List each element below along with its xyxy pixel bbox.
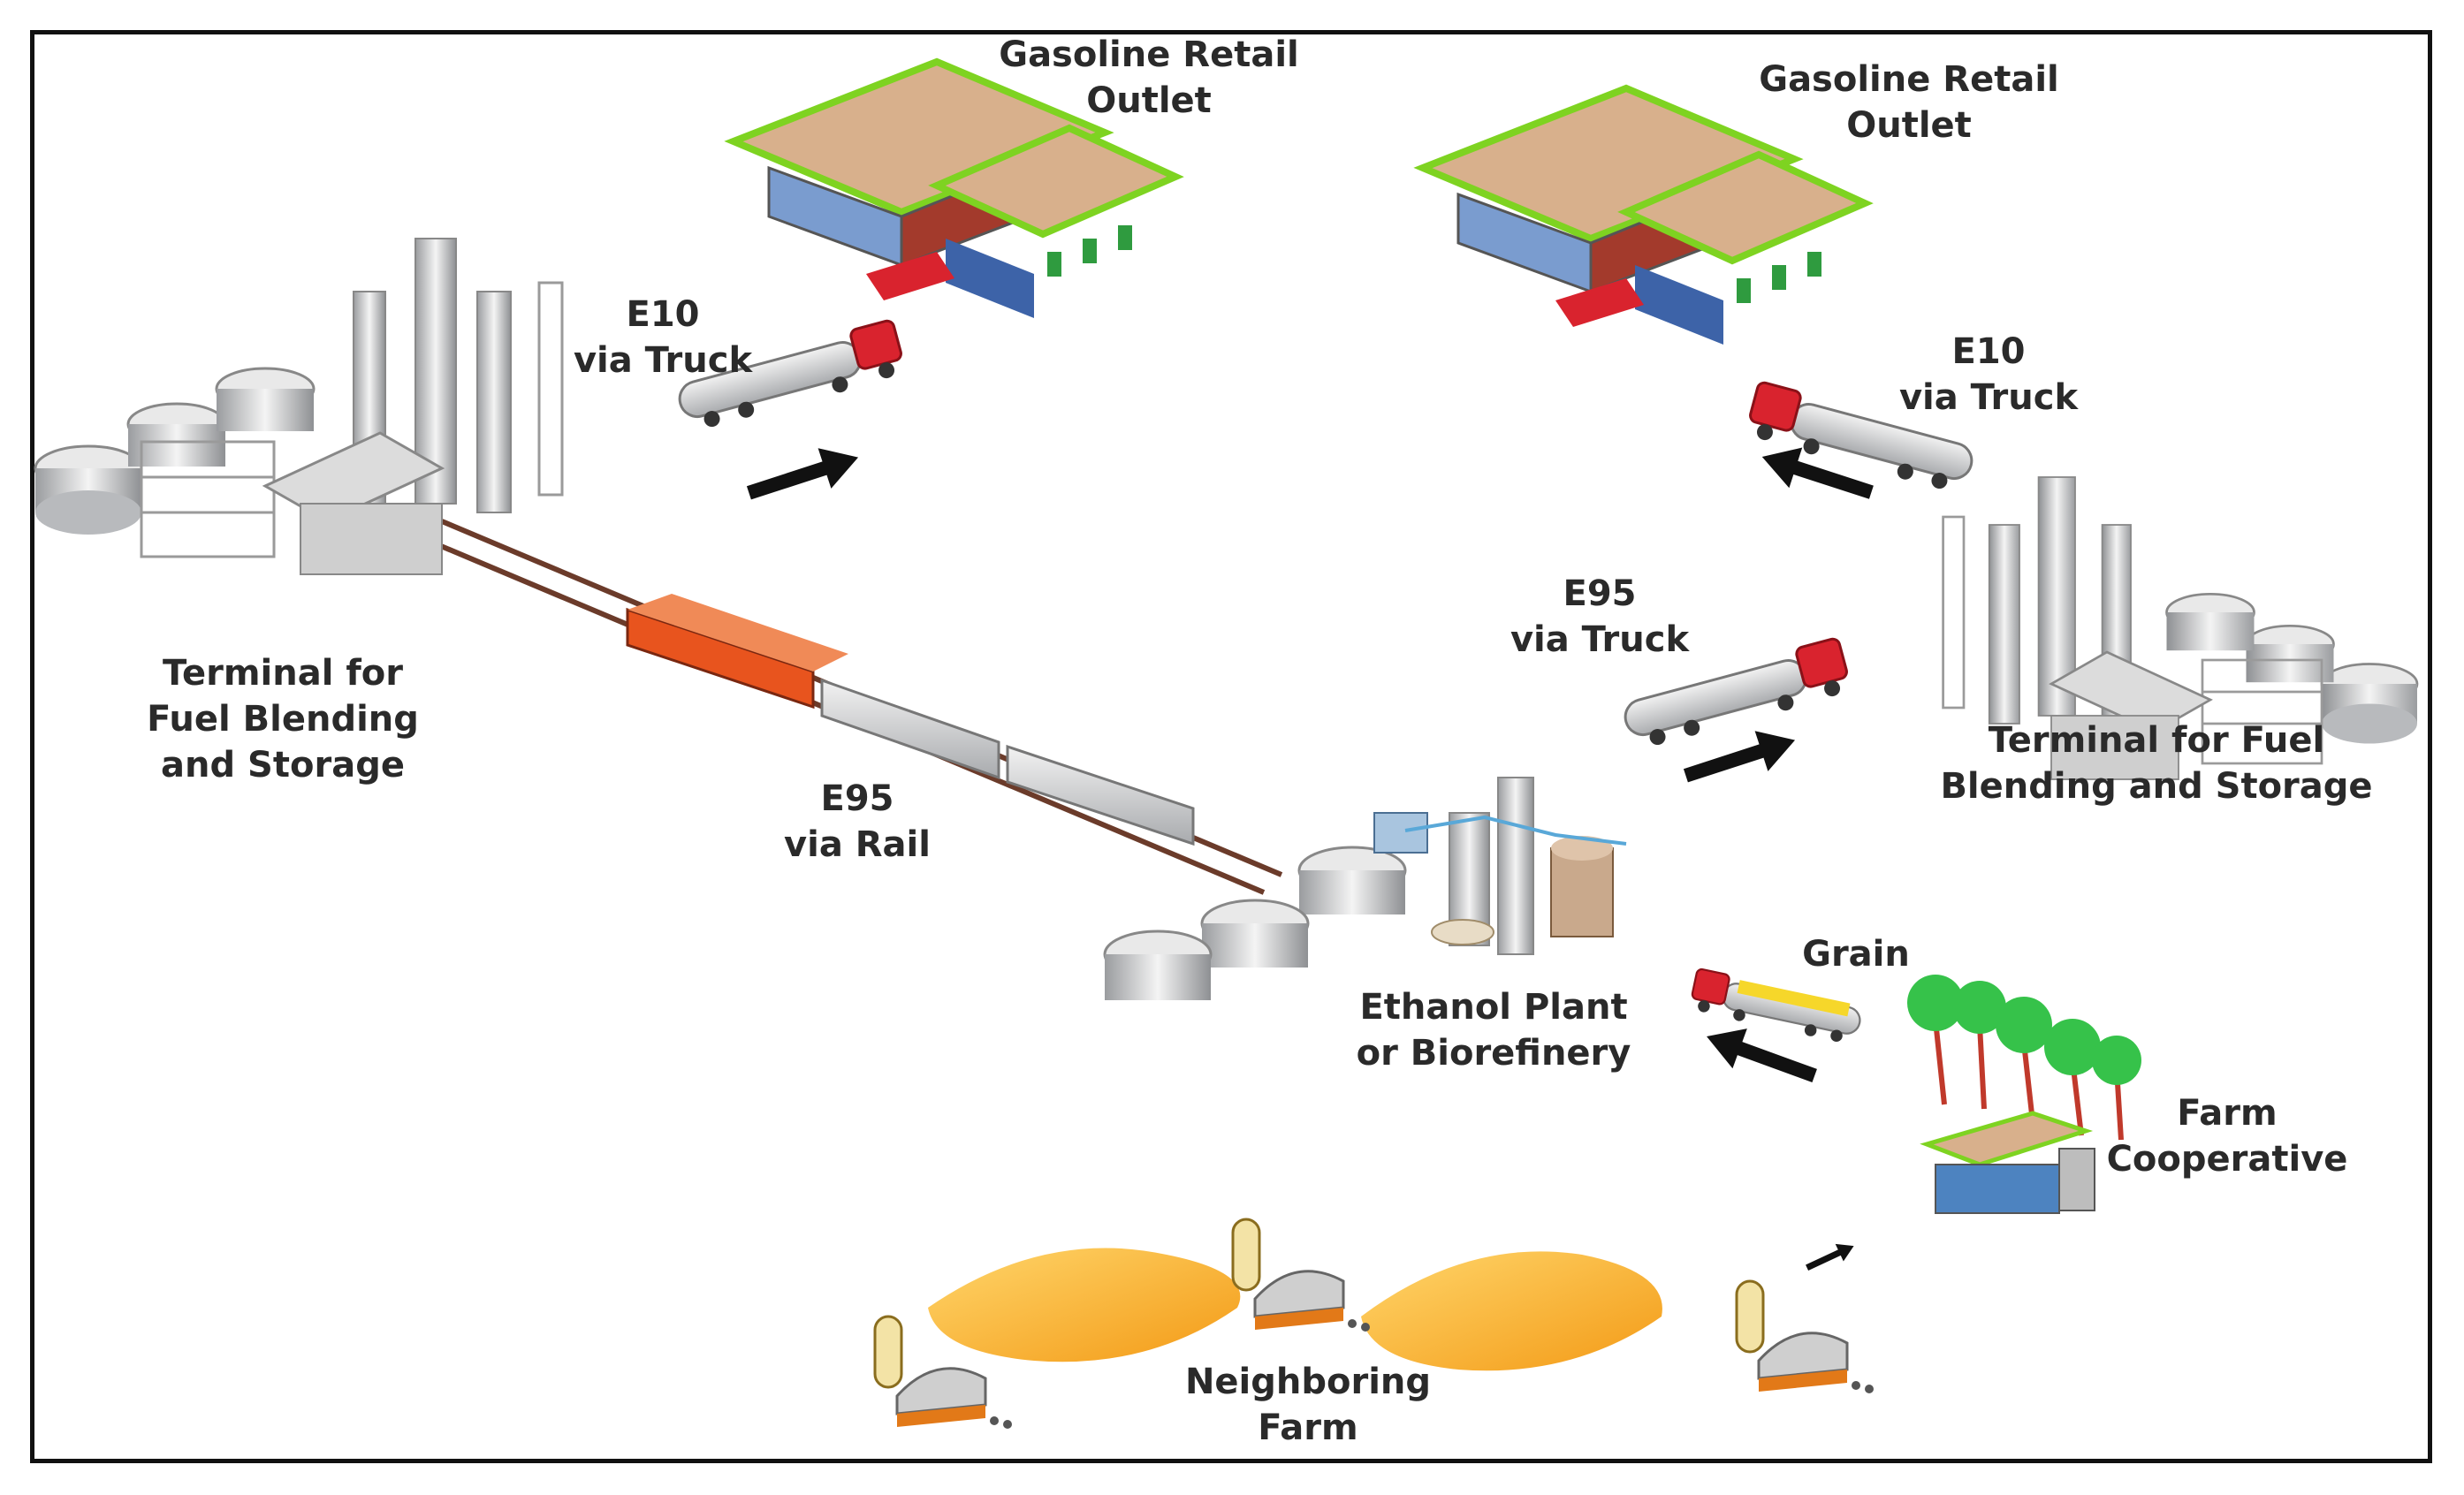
grain-fields (928, 1248, 1662, 1371)
arrow-e10-left (742, 436, 865, 513)
ethanol-plant (1103, 777, 1627, 1000)
terminal-left-facility (34, 237, 564, 576)
e95-rail-train (626, 594, 1195, 846)
farmhouse-2 (1231, 1218, 1372, 1333)
arrow-farm-to-coop (1803, 1237, 1859, 1277)
farm-cooperative (1907, 975, 2141, 1214)
arrow-grain (1699, 1016, 1822, 1096)
grain-truck (1687, 967, 1865, 1047)
label-grain: Grain (1802, 934, 1910, 975)
farmhouse-3 (1735, 1279, 1875, 1395)
